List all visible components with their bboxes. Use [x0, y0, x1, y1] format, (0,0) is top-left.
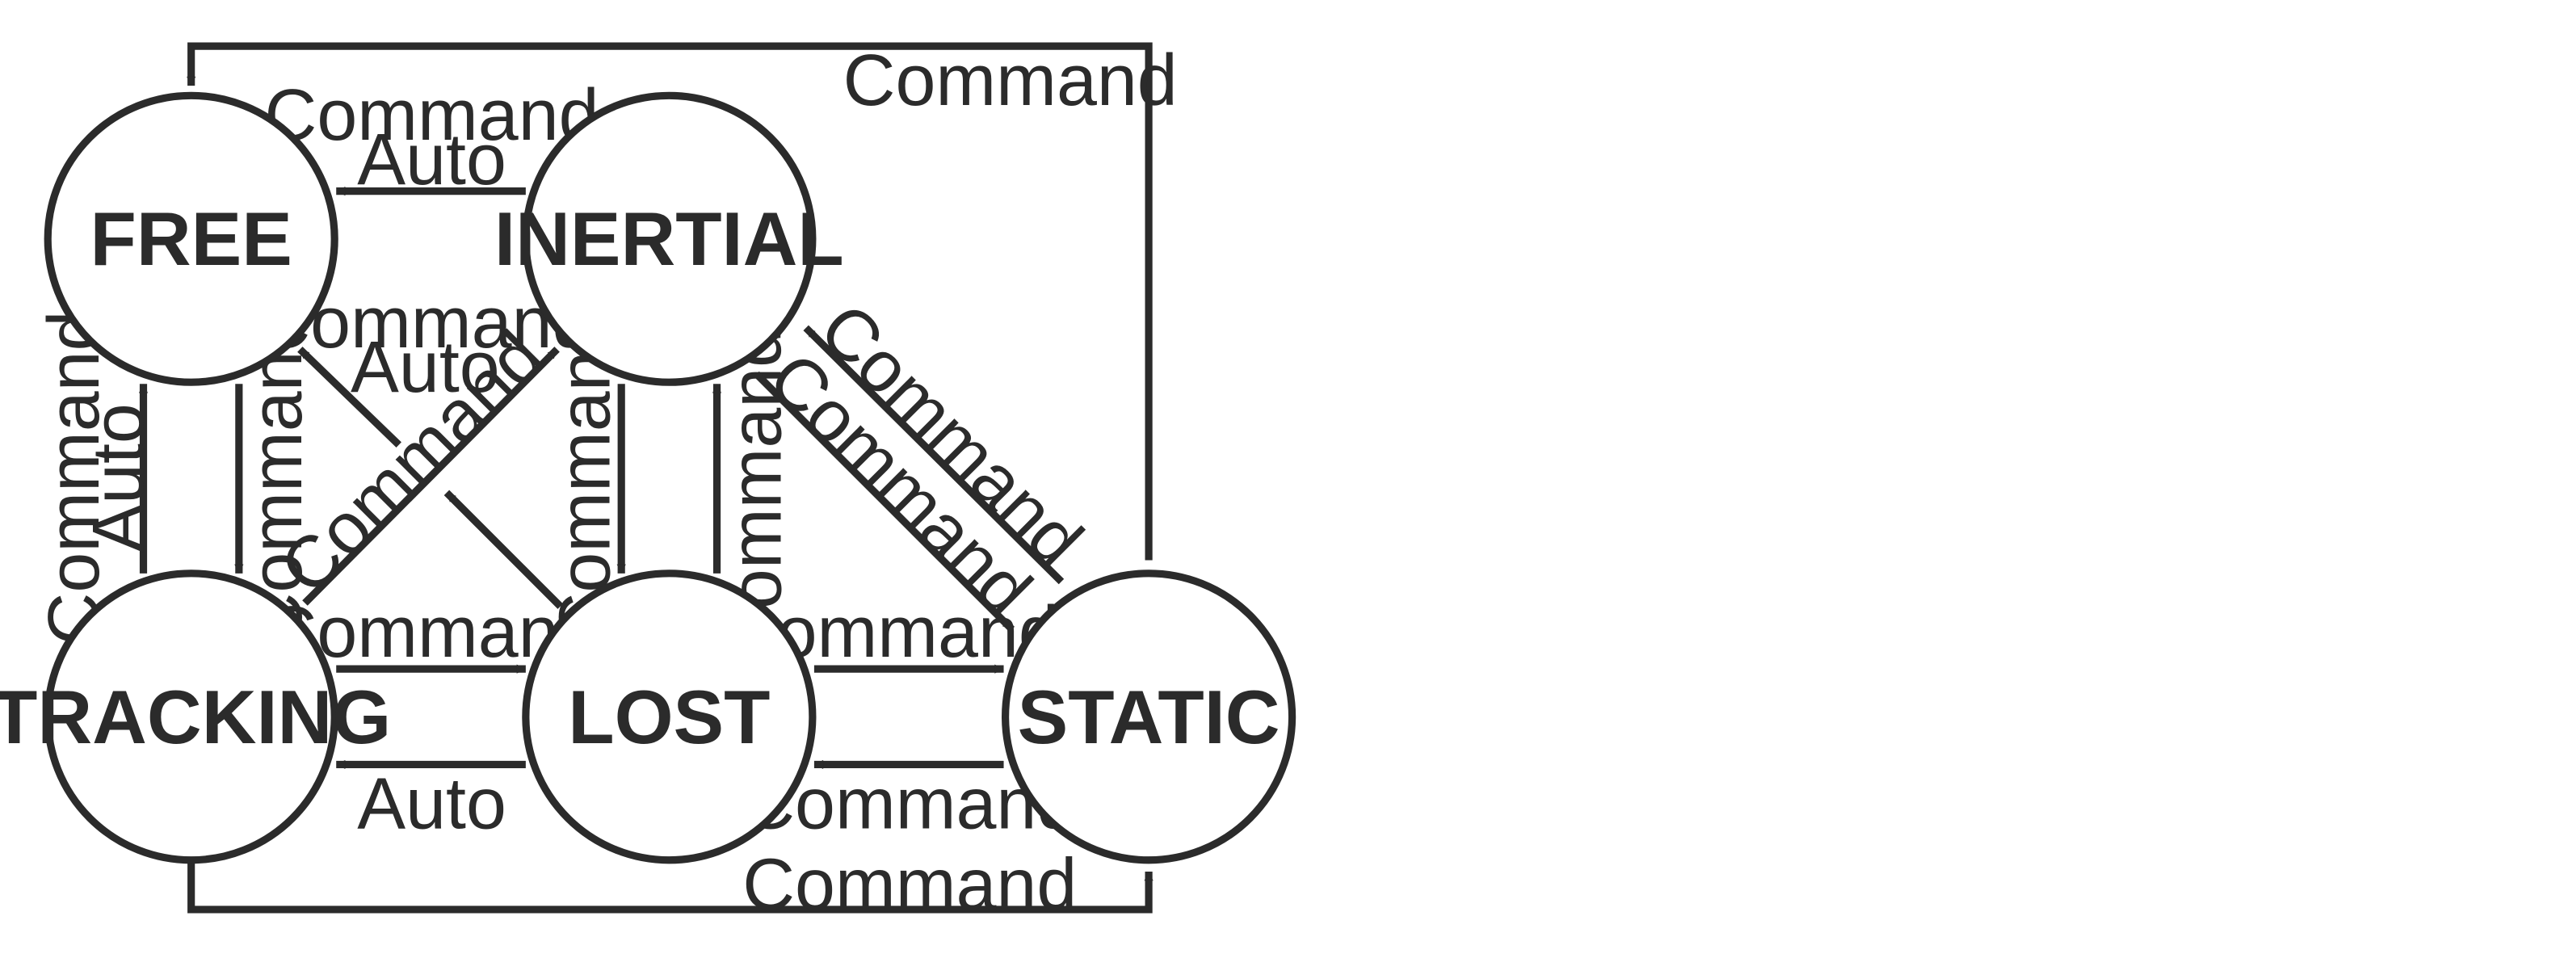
edge-label-inertial-to-free-2: Auto — [357, 120, 506, 200]
state-lost-circle — [522, 569, 817, 864]
state-tracking-circle — [44, 569, 338, 864]
state-tracking-label: TRACKING — [0, 675, 391, 759]
edge-inertial-to-static — [754, 371, 1015, 632]
edge-tracking-to-inertial — [302, 347, 560, 606]
state-static-label: STATIC — [1018, 675, 1280, 759]
edge-static-to-inertial — [803, 325, 1065, 585]
edge-label-tracking-to-static: Command — [742, 844, 1077, 925]
state-inertial-label: INERTIAL — [494, 196, 844, 281]
edge-label-lost-to-tracking: Auto — [357, 763, 506, 844]
edge-static-to-free — [187, 42, 1153, 561]
edge-lost-to-free-lower — [443, 490, 563, 609]
state-free-label: FREE — [90, 196, 292, 281]
state-lost: LOST — [522, 569, 817, 864]
edge-lost-to-free-upper — [297, 347, 401, 448]
state-static-circle — [1001, 569, 1296, 864]
edge-tracking-to-static — [187, 861, 1154, 914]
edge-label-tracking-to-free-2: Auto — [78, 403, 159, 553]
state-tracking: TRACKING — [0, 569, 391, 864]
state-free-circle — [44, 91, 338, 386]
states: FREE INERTIAL TRACKING LOST STATIC — [0, 91, 1296, 864]
state-inertial: INERTIAL — [494, 91, 844, 386]
state-lost-label: LOST — [568, 675, 770, 759]
state-free: FREE — [44, 91, 338, 386]
edge-label-inertial-to-free-1: Command — [265, 75, 599, 156]
state-inertial-circle — [522, 91, 817, 386]
edge-label-tracking-to-free-1: Command — [34, 311, 115, 645]
edge-label-static-to-free: Command — [843, 40, 1178, 121]
state-static: STATIC — [1001, 569, 1296, 864]
edge-label-lost-to-free-2: Auto — [351, 327, 500, 408]
